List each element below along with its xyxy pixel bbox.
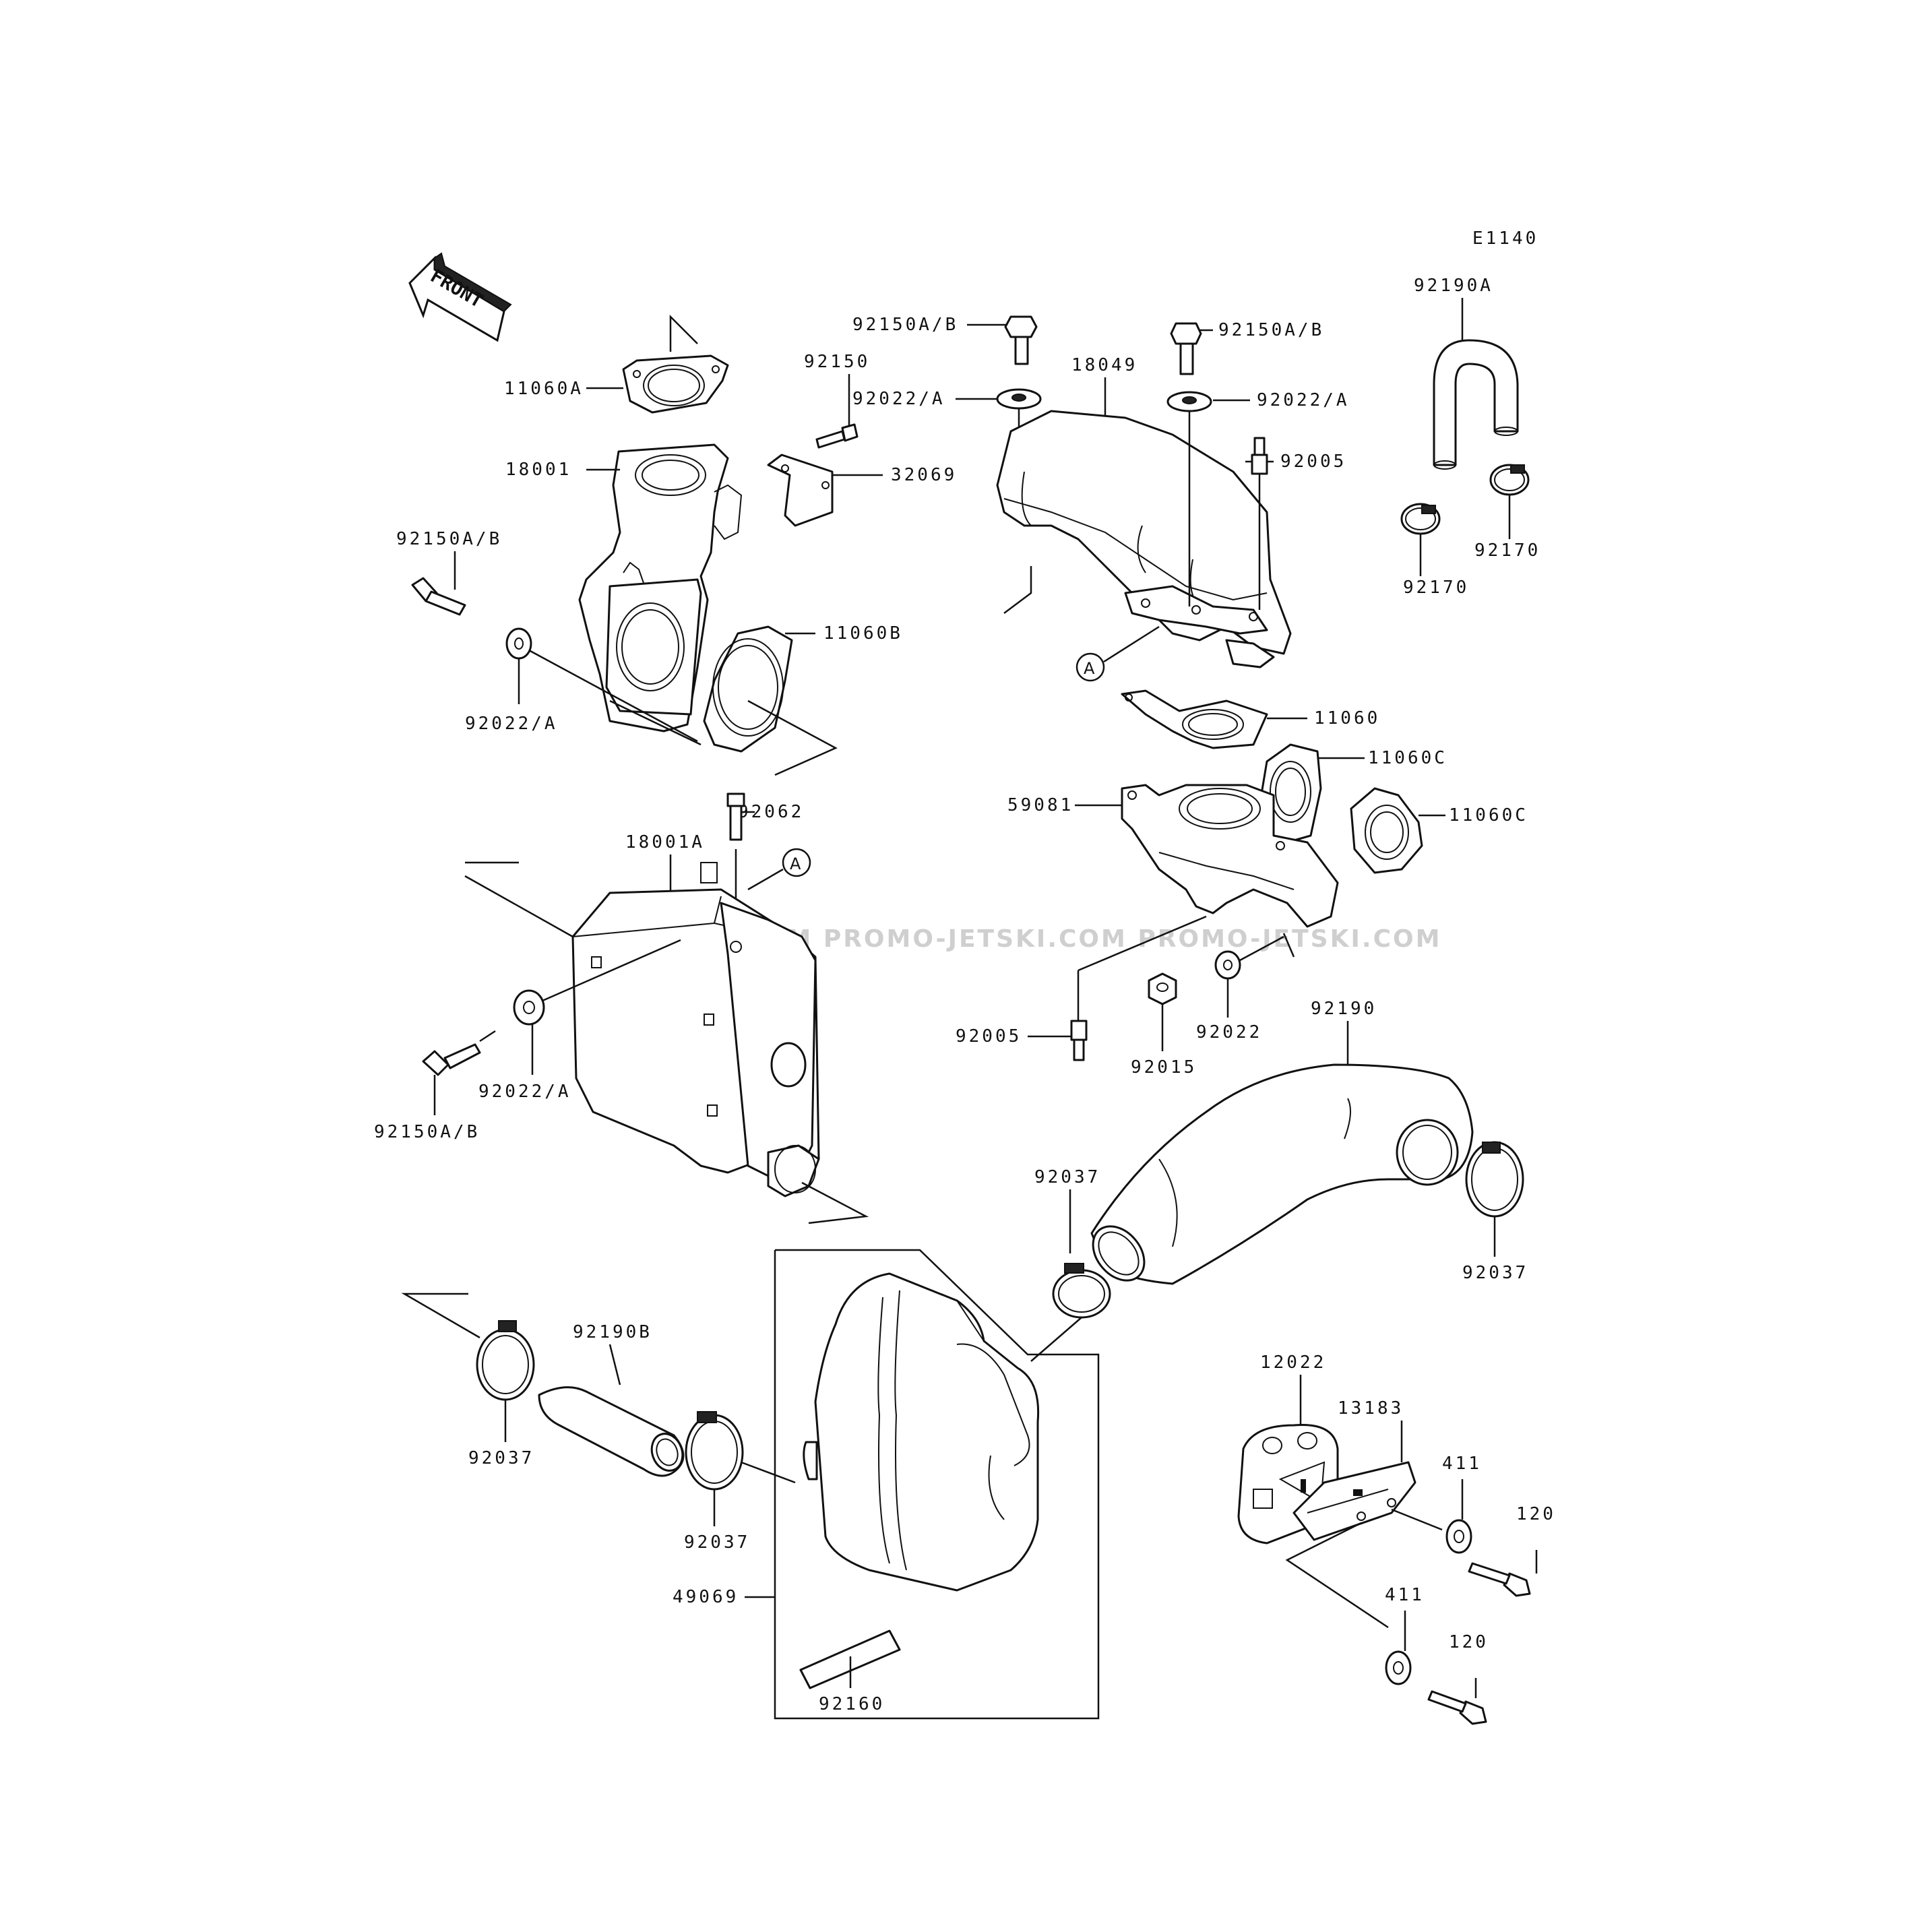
part-fitting-92062: [726, 792, 745, 841]
diagram-code: E1140: [1472, 228, 1538, 249]
label-18001: 18001: [505, 460, 571, 480]
part-bolt-120-a: [1468, 1562, 1531, 1597]
label-411-b: 411: [1385, 1585, 1425, 1605]
label-92022A-top2: 92022/A: [1257, 390, 1350, 410]
part-92170-clamp-b: [1489, 464, 1530, 496]
part-11060C-gasket-b: [1350, 787, 1423, 874]
part-92037-clamp-lower-mid: [685, 1411, 744, 1491]
label-92022: 92022: [1196, 1022, 1262, 1042]
callout-A-top: A: [1076, 652, 1105, 682]
part-washer-92022A-mid: [513, 989, 545, 1026]
part-32069-bracket: [767, 454, 834, 527]
label-92170-b: 92170: [1403, 578, 1469, 598]
label-92037-d: 92037: [684, 1532, 750, 1553]
label-11060C-a: 11060C: [1368, 748, 1447, 768]
part-11060A-gasket: [622, 354, 729, 414]
part-washer-411-b: [1385, 1650, 1412, 1685]
label-11060B: 11060B: [823, 623, 903, 644]
front-arrow-icon: FRONT: [408, 252, 512, 342]
label-92005-top: 92005: [1280, 451, 1346, 472]
part-bolt-120-b: [1427, 1690, 1487, 1725]
label-92037-a: 92037: [1462, 1263, 1528, 1283]
label-59081: 59081: [1007, 795, 1073, 815]
label-13183: 13183: [1338, 1398, 1404, 1419]
part-92190-hose: [1090, 1063, 1474, 1285]
label-92190B: 92190B: [573, 1322, 652, 1342]
part-nut-92015: [1148, 972, 1177, 1005]
label-92150AB-left: 92150A/B: [396, 529, 502, 549]
label-92150AB-mid: 92150A/B: [374, 1122, 480, 1142]
part-bolt-92150: [815, 423, 859, 449]
svg-text:A: A: [790, 854, 801, 873]
label-92150AB-top2: 92150A/B: [1218, 320, 1324, 340]
label-49069: 49069: [673, 1587, 739, 1607]
part-49069-muffler-frame: [774, 1249, 1100, 1720]
part-bolt-92150AB-top2: [1170, 322, 1202, 375]
label-92015: 92015: [1131, 1057, 1197, 1078]
label-18049: 18049: [1071, 355, 1138, 375]
part-bolt-92150AB-left: [411, 577, 466, 616]
label-92190: 92190: [1311, 999, 1377, 1019]
svg-text:A: A: [1084, 659, 1095, 678]
part-92190A-hose: [1433, 339, 1519, 470]
part-59081-manifold: [1121, 784, 1339, 928]
part-49069-muffler: [803, 1272, 1040, 1592]
part-fitting-92005-mid: [1070, 1020, 1088, 1061]
label-92022A-left: 92022/A: [465, 714, 558, 734]
part-11060B-gasket: [703, 625, 793, 753]
part-bolt-92150AB-mid: [422, 1043, 481, 1076]
part-18001A-water-box: [571, 862, 820, 1197]
part-11060-gasket: [1121, 689, 1268, 749]
label-11060C-b: 11060C: [1449, 805, 1528, 825]
part-92190B-hose: [538, 1386, 685, 1477]
part-18001-exhaust-pipe: [578, 443, 743, 733]
part-92037-clamp-upper-mid: [1052, 1263, 1111, 1319]
label-92160: 92160: [819, 1694, 885, 1714]
part-92170-clamp-a: [1400, 503, 1441, 535]
label-92150: 92150: [804, 352, 870, 372]
label-120-a: 120: [1516, 1504, 1556, 1524]
label-92190A: 92190A: [1414, 276, 1493, 296]
part-13183-bracket: [1292, 1461, 1416, 1541]
label-18001A: 18001A: [625, 832, 705, 852]
part-92037-clamp-right: [1465, 1141, 1524, 1218]
label-11060: 11060: [1314, 708, 1380, 728]
label-32069: 32069: [891, 465, 957, 485]
part-bolt-92150AB-top1: [1004, 315, 1038, 365]
label-92037-c: 92037: [468, 1448, 534, 1468]
part-washer-92022A-top1: [996, 388, 1042, 410]
label-12022: 12022: [1260, 1352, 1326, 1373]
part-washer-92022A-top2: [1166, 391, 1212, 412]
label-92005-mid: 92005: [956, 1026, 1022, 1047]
label-11060A: 11060A: [504, 379, 584, 399]
part-washer-92022: [1214, 950, 1241, 980]
part-92037-clamp-left: [476, 1320, 535, 1401]
part-washer-92022A-left: [505, 627, 532, 660]
label-92022A-mid: 92022/A: [478, 1082, 571, 1102]
part-washer-411-a: [1445, 1519, 1472, 1554]
callout-A-mid: A: [782, 848, 811, 877]
part-18049-manifold: [996, 410, 1292, 668]
part-fitting-92005-top: [1251, 437, 1268, 475]
label-92022A-top1: 92022/A: [852, 389, 945, 409]
label-92037-b: 92037: [1034, 1167, 1100, 1187]
label-92170-a: 92170: [1474, 540, 1540, 561]
label-120-b: 120: [1449, 1632, 1489, 1652]
label-411-a: 411: [1442, 1454, 1482, 1474]
label-92150AB-top1: 92150A/B: [852, 315, 958, 335]
